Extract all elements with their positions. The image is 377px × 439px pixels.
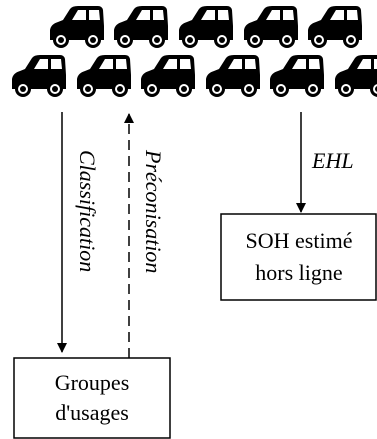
car-icon — [12, 55, 66, 97]
ehl-label: EHL — [311, 148, 354, 173]
car-icon — [335, 55, 377, 97]
fleet-row-1 — [50, 6, 362, 48]
car-icon — [114, 6, 168, 48]
car-icon — [206, 55, 260, 97]
car-icon — [270, 55, 324, 97]
car-icon — [77, 55, 131, 97]
groups-box-line1: Groupes — [55, 370, 130, 395]
car-icon — [244, 6, 298, 48]
car-icon — [179, 6, 233, 48]
usage-groups-box: Groupes d'usages — [13, 357, 171, 439]
soh-box-line1: SOH estimé — [246, 228, 353, 253]
soh-box-line2: hors ligne — [255, 260, 342, 285]
preconisation-label: Préconisation — [141, 149, 166, 273]
fleet-row-2 — [12, 55, 377, 97]
car-icon — [50, 6, 104, 48]
car-icon — [308, 6, 362, 48]
car-icon — [141, 55, 195, 97]
classification-label: Classification — [75, 150, 100, 272]
groups-box-line2: d'usages — [55, 400, 129, 425]
soh-estimated-box: SOH estimé hors ligne — [220, 213, 377, 301]
